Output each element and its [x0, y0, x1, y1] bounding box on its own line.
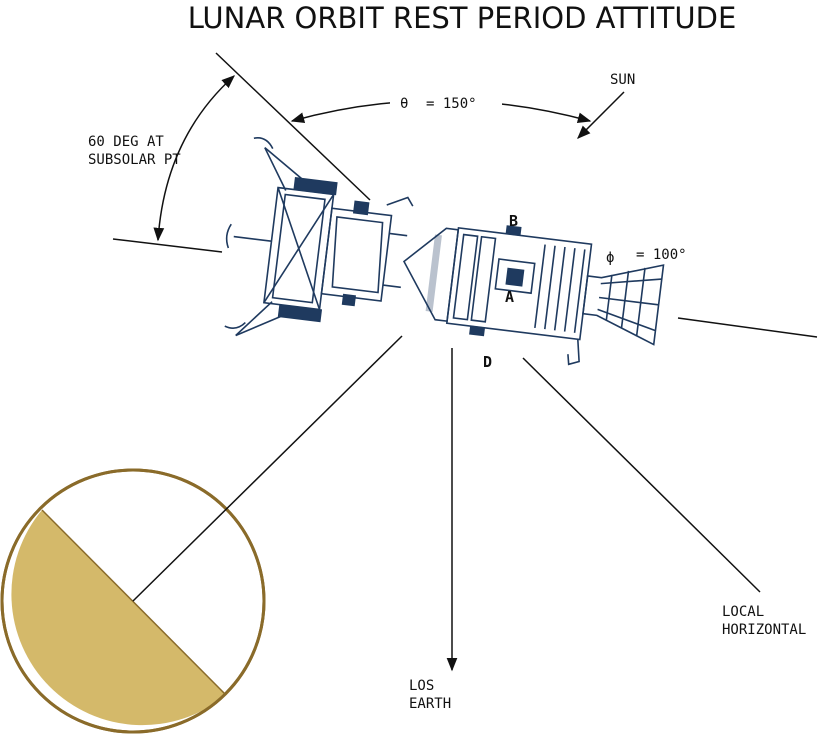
spacecraft-stack	[224, 137, 665, 366]
phi-value: = 100°	[636, 247, 687, 263]
diagram-title: LUNAR ORBIT REST PERIOD ATTITUDE	[188, 1, 737, 35]
sun-arrow	[577, 91, 625, 139]
theta-symbol: θ	[400, 96, 408, 112]
point-a-label: A	[505, 288, 514, 306]
subsolar-label-line2: SUBSOLAR PT	[88, 152, 181, 168]
sun-reference-line	[215, 52, 371, 201]
point-b-label: B	[509, 212, 518, 230]
theta-value: = 150°	[426, 96, 477, 112]
lunar-module	[224, 137, 414, 337]
subsolar-angle-arc	[153, 75, 236, 242]
terminator-line	[41, 509, 227, 696]
moon-radius-line	[132, 335, 403, 602]
longitudinal-axis-right	[677, 317, 818, 338]
local-horizontal-label-line1: LOCAL	[722, 604, 764, 620]
point-d-label: D	[483, 353, 492, 371]
local-horizontal-label-line2: HORIZONTAL	[722, 622, 806, 638]
engine-bell	[582, 264, 665, 346]
los-label-line2: EARTH	[409, 696, 451, 712]
los-label-line1: LOS	[409, 678, 434, 694]
sun-label: SUN	[610, 72, 635, 88]
phi-symbol: ϕ	[606, 250, 614, 266]
subsolar-label-line1: 60 DEG AT	[88, 134, 164, 150]
local-horizontal-line	[522, 357, 761, 593]
longitudinal-axis-left	[112, 238, 223, 253]
theta-label-bg	[390, 90, 502, 112]
service-module	[445, 225, 593, 366]
moon-shadow	[11, 510, 227, 726]
